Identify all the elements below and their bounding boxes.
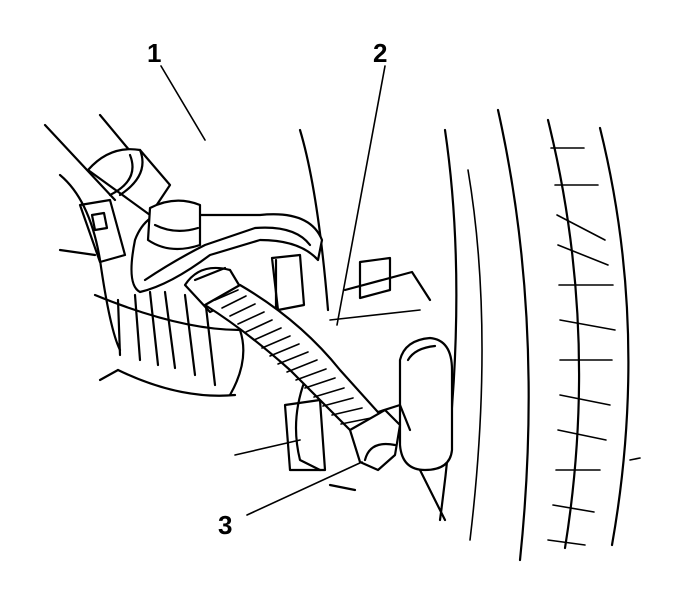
tire <box>438 108 641 562</box>
callout-3: 3 <box>218 510 232 540</box>
leader-lines <box>160 65 386 516</box>
callout-2: 2 <box>373 38 387 68</box>
sensor-bracket <box>130 199 324 294</box>
cv-boot <box>58 173 245 397</box>
wheel-speed-sensor <box>398 336 454 472</box>
leader-line-2 <box>336 65 386 326</box>
sensor-harness <box>183 266 412 472</box>
callout-1: 1 <box>147 38 161 68</box>
knuckle-assembly <box>234 128 447 522</box>
leader-line-1 <box>160 65 206 141</box>
drive-axle <box>43 113 172 217</box>
leader-line-3 <box>246 461 363 516</box>
